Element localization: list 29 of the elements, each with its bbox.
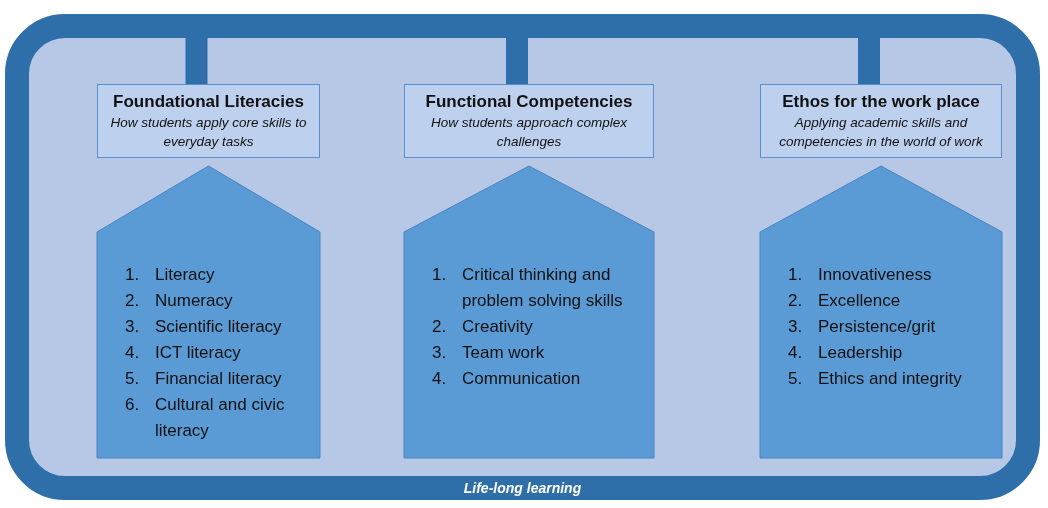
subtitle: Applying academic skills and competencies in the world of work <box>778 114 984 151</box>
header-box <box>760 84 1002 158</box>
list-item: 1. Critical thinking and problem solving skills <box>432 264 624 312</box>
heading: Foundational Literacies <box>113 91 304 113</box>
list-item: 2. Numeracy <box>125 290 234 312</box>
list-item: 3. Persistence/grit <box>788 316 937 338</box>
list-item: 2. Creativity <box>432 316 534 338</box>
list-item: 4. ICT literacy <box>125 342 242 364</box>
list-item: 4. Communication <box>432 368 582 390</box>
connector-bar <box>858 38 880 84</box>
header-box <box>97 84 320 158</box>
list-item: 1. Innovativeness <box>788 264 933 286</box>
header-box <box>404 84 654 158</box>
list-item: 5. Financial literacy <box>125 368 283 390</box>
list-item: 5. Ethics and integrity <box>788 368 963 390</box>
list-item: 2. Excellence <box>788 290 902 312</box>
connector-bar <box>506 38 528 84</box>
connector-bar <box>185 38 208 84</box>
frame-band <box>5 14 1040 500</box>
list-item: 3. Scientific literacy <box>125 316 283 338</box>
list-item: 3. Team work <box>432 342 546 364</box>
list-item: 1. Literacy <box>125 264 216 286</box>
heading: Ethos for the work place <box>782 91 980 113</box>
subtitle: How students approach complex challenges <box>430 114 628 151</box>
frame-label: Life-long learning <box>462 479 583 497</box>
heading: Functional Competencies <box>425 91 633 113</box>
list-item: 6. Cultural and civic literacy <box>125 394 286 442</box>
list-item: 4. Leadership <box>788 342 904 364</box>
subtitle: How students apply core skills to everyday tasks <box>109 114 308 151</box>
